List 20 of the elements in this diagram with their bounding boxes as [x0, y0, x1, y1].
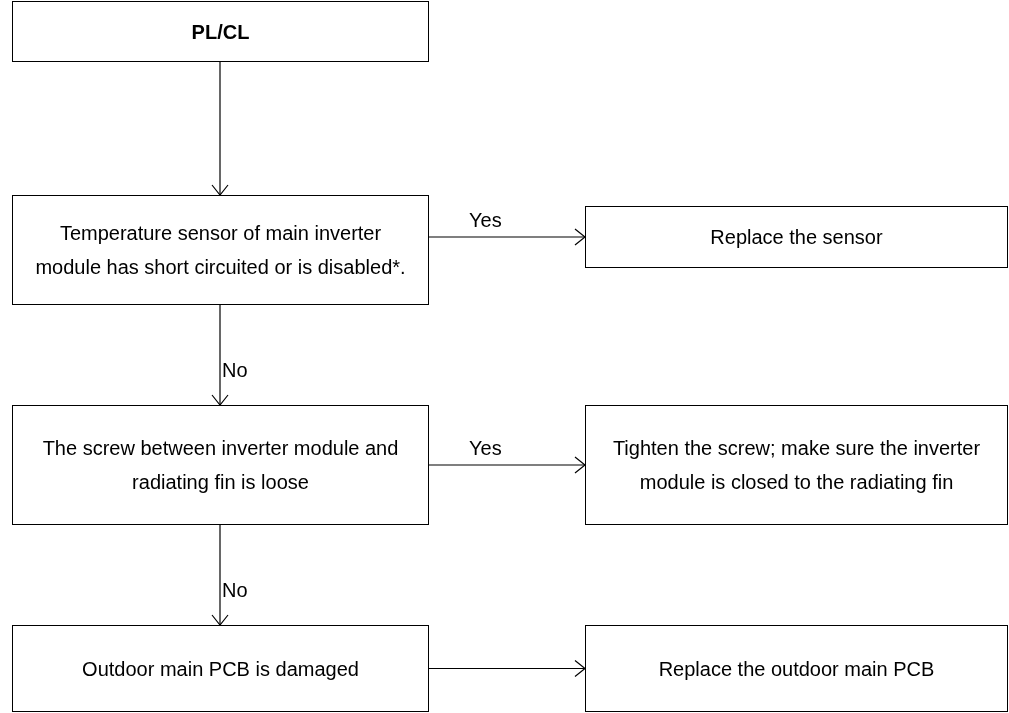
arrow [211, 61, 229, 196]
arrow [211, 304, 229, 406]
process-box [12, 405, 429, 525]
process-box [585, 405, 1008, 525]
box-text: Outdoor main PCB is damaged [82, 656, 359, 682]
arrow [211, 524, 229, 626]
box-text: The screw between inverter module and radiating fin is loose [41, 436, 400, 495]
process-box [12, 195, 429, 305]
box-text: Temperature sensor of main inverter module has short circuited or is disabled*. [34, 221, 407, 280]
process-box [585, 625, 1008, 712]
arrow [428, 659, 586, 678]
process-box [585, 206, 1008, 268]
box-text: Replace the sensor [710, 225, 883, 250]
box-text: PL/CL [191, 19, 250, 45]
arrow [428, 456, 586, 474]
process-box [12, 625, 429, 712]
box-text: Tighten the screw; make sure the inverter module is closed to the radiating fin [611, 436, 982, 495]
box-text: Replace the outdoor main PCB [658, 656, 935, 682]
process-box [12, 1, 429, 62]
arrow [428, 228, 586, 246]
